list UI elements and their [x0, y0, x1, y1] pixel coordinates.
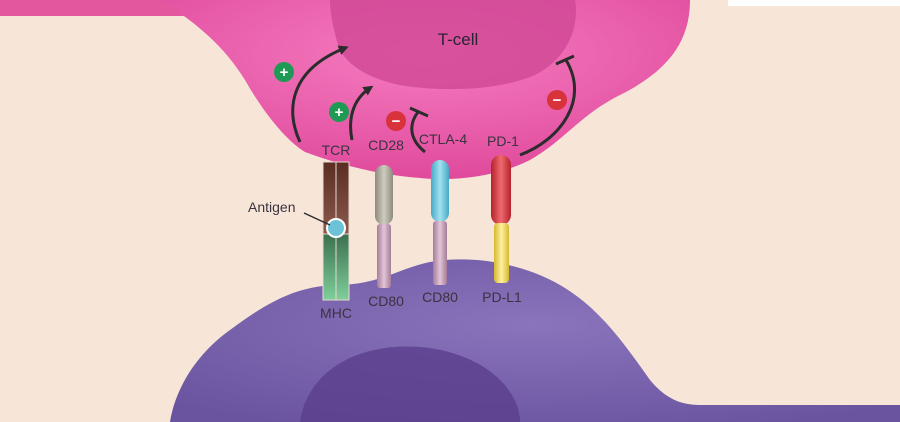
cd80-ligand-1 [377, 224, 391, 288]
mhc-label: MHC [320, 305, 352, 321]
ctla4-label: CTLA-4 [419, 131, 467, 147]
pdl1-label: PD-L1 [482, 289, 522, 305]
ctla4-receptor [431, 160, 449, 222]
tcr-label: TCR [322, 142, 351, 158]
t-cell-nucleus [330, 0, 576, 90]
cd80-ligand-2 [433, 221, 447, 285]
pd1-receptor [491, 155, 511, 225]
pd1-label: PD-1 [487, 133, 519, 149]
svg-text:+: + [335, 104, 344, 121]
ctla4-minus-icon: − [386, 111, 406, 131]
cd28-plus-icon: + [329, 102, 349, 122]
top-left-banner [0, 0, 205, 16]
apc-nucleus [300, 346, 520, 422]
pd1-inhibit-bar [555, 54, 575, 66]
tcr-mhc-complex [322, 161, 350, 301]
t-cell-label: T-cell [438, 30, 479, 49]
apc-cell-body [170, 259, 900, 422]
ctla4-inhibit-arrow [410, 111, 426, 154]
antigen-label: Antigen [248, 199, 295, 215]
cd28-receptor [375, 165, 393, 225]
cd28-label: CD28 [368, 137, 404, 153]
pd1-inhibit-arrow [519, 59, 577, 157]
antigen-pointer [303, 212, 331, 226]
top-right-banner [728, 0, 900, 6]
tcr-signal-arrow [291, 45, 349, 143]
tcr-plus-icon: + [274, 62, 294, 82]
svg-text:+: + [280, 64, 289, 81]
antigen-molecule [326, 218, 346, 238]
pd1-minus-icon: − [547, 90, 567, 110]
cd28-signal-arrow [349, 85, 374, 141]
pdl1-ligand [494, 223, 509, 283]
cd80-label-2: CD80 [422, 289, 458, 305]
ctla4-inhibit-bar [409, 106, 429, 118]
svg-text:−: − [392, 113, 401, 130]
cd80-label-1: CD80 [368, 293, 404, 309]
svg-text:−: − [553, 92, 562, 109]
